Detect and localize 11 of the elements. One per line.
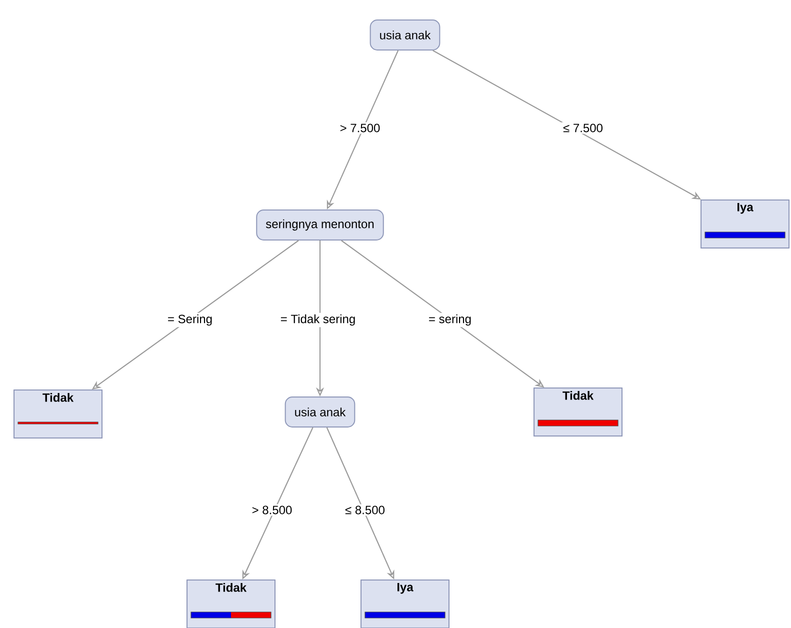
split-node: usia anak	[370, 20, 440, 50]
edge-label: ≤ 8.500	[344, 504, 386, 516]
split-node: seringnya menonton	[256, 210, 384, 240]
edge-label: > 8.500	[250, 504, 294, 516]
split-node: usia anak	[284, 396, 356, 428]
edge-label: ≤ 7.500	[562, 122, 604, 134]
edge-label: = Tidak sering	[278, 312, 358, 328]
edge-label: = Sering	[166, 312, 214, 328]
leaf-node: Tidak	[14, 390, 102, 438]
edge-label: = sering	[427, 312, 474, 328]
edge-label: > 7.500	[338, 122, 382, 134]
